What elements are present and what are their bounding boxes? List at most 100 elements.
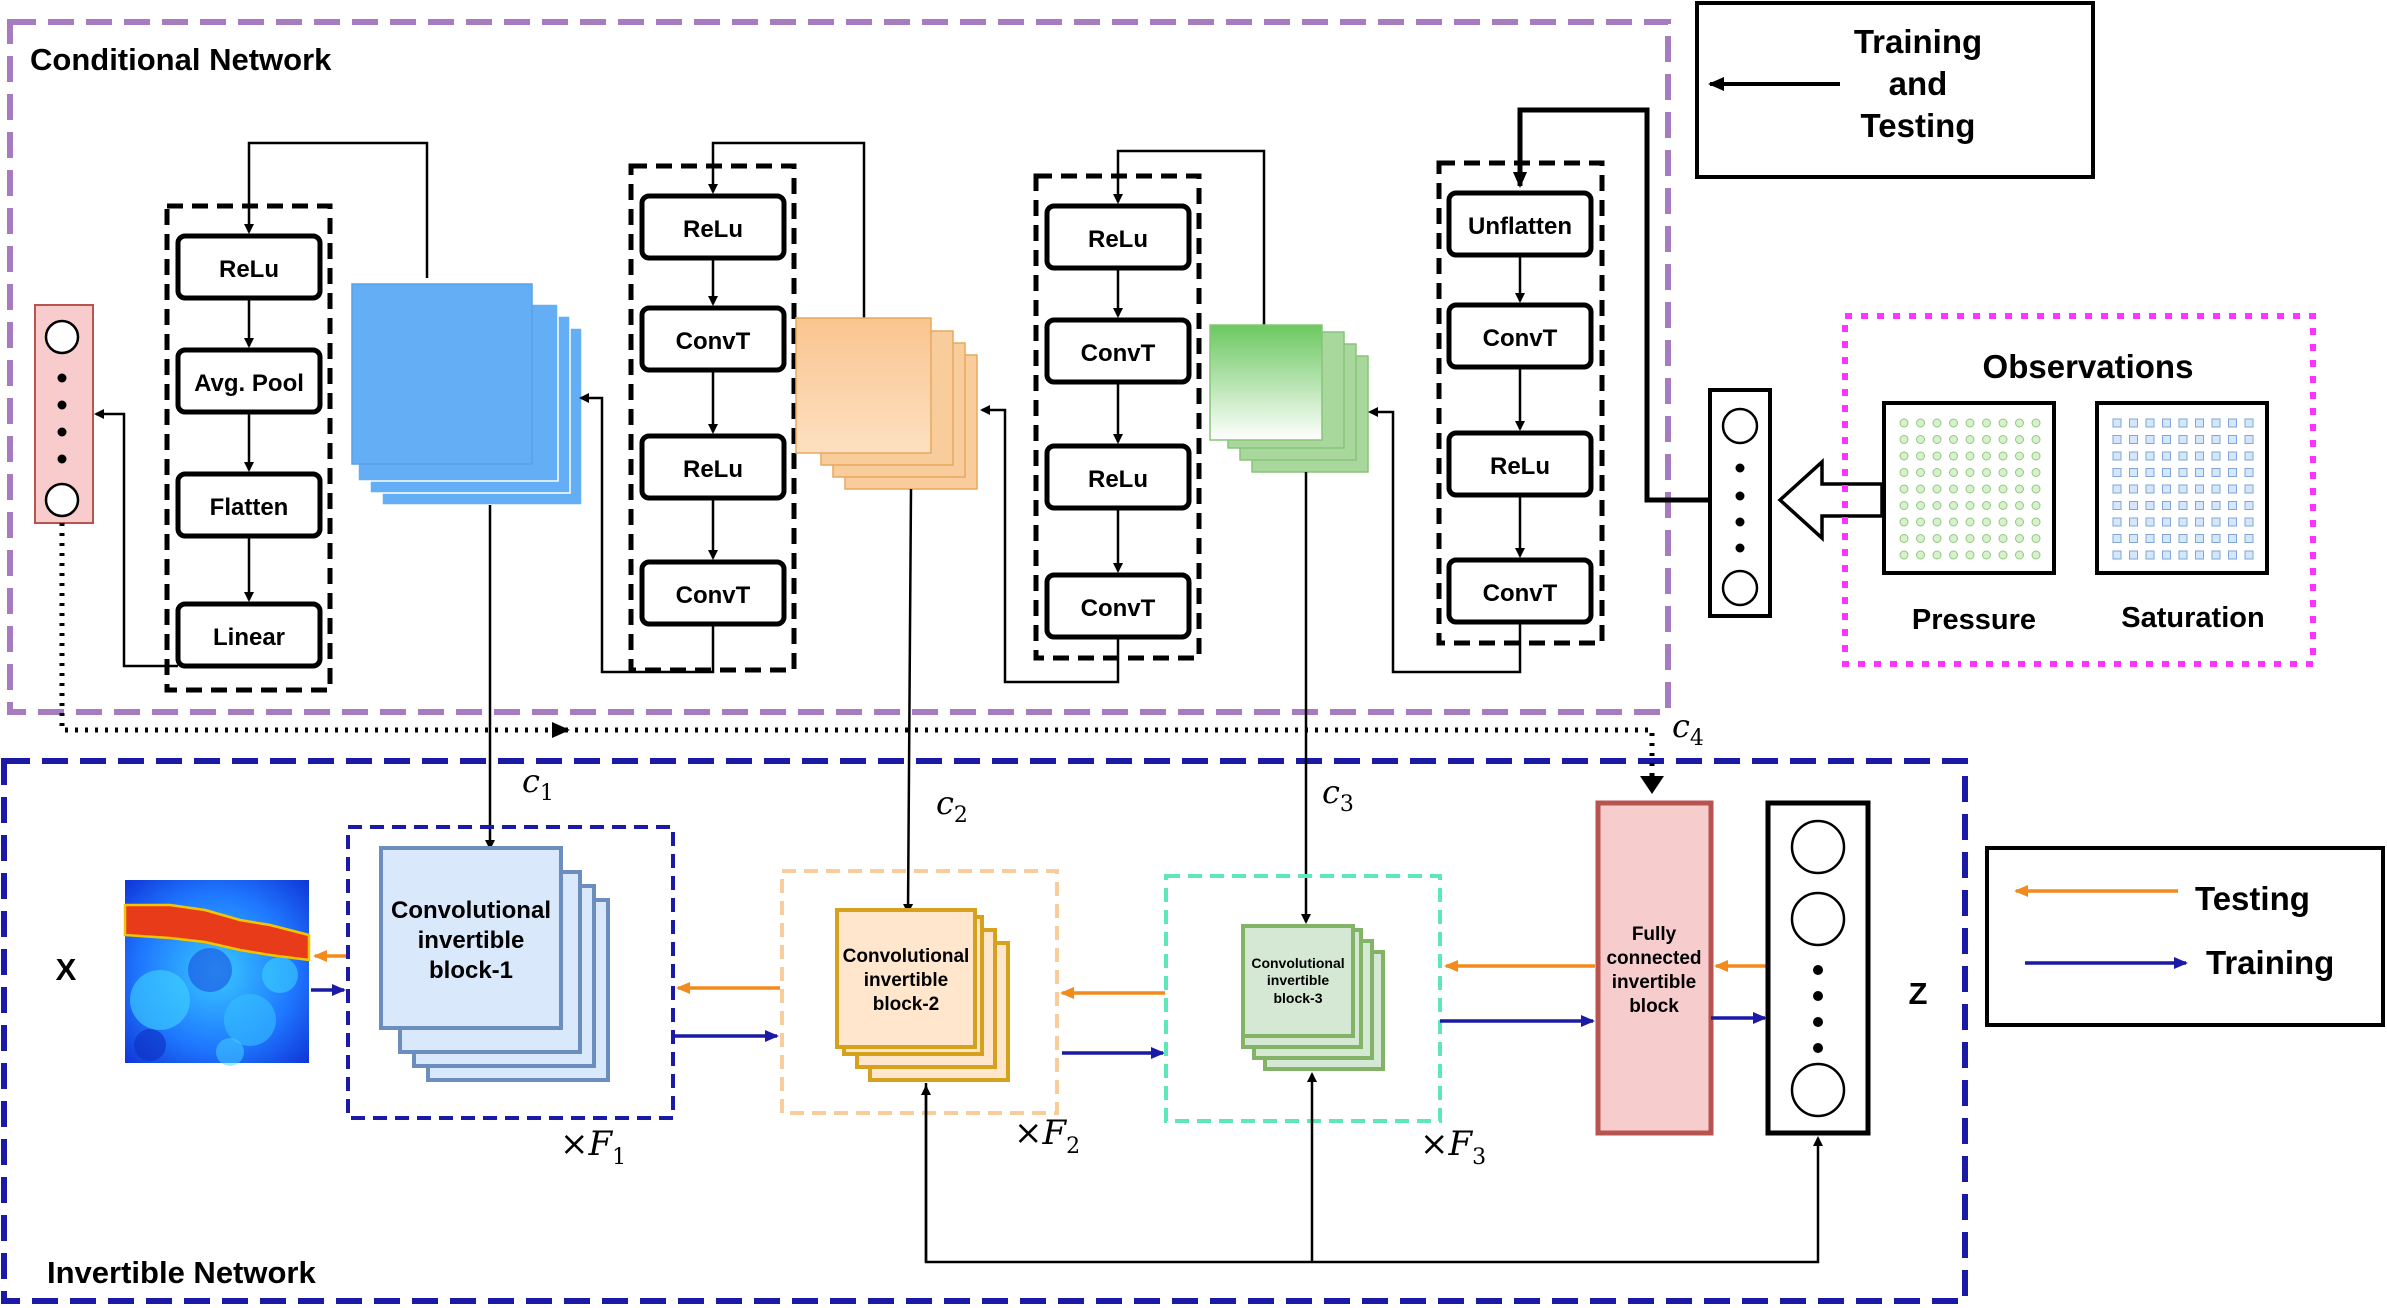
stage4-convt-label: ConvT — [1483, 325, 1558, 352]
saturation-sensor-square — [2112, 534, 2122, 543]
pressure-sensor-dot — [1932, 418, 1942, 428]
saturation-sensor-square — [2112, 418, 2122, 428]
saturation-sensor-square — [2129, 501, 2138, 510]
pressure-sensor-dot — [1899, 451, 1909, 461]
saturation-sensor-square — [2228, 534, 2237, 543]
stage2-relu2-box: ReLu — [639, 433, 787, 501]
stage3-convt-box: ConvT — [1044, 317, 1192, 385]
stage4-convt-box: ConvT — [1446, 302, 1594, 370]
stage4-to-green-arrow — [1368, 407, 1522, 674]
obs-vector-dot — [1735, 543, 1745, 553]
legend-training-word: Training — [1854, 23, 1982, 60]
c4-symbol: c — [1672, 707, 1690, 745]
z-dot — [1813, 991, 1823, 1001]
saturation-sensor-square — [2178, 517, 2188, 527]
pressure-sensor-dot — [2015, 534, 2024, 543]
saturation-sensor-square — [2211, 517, 2221, 527]
vector-dot — [57, 454, 67, 464]
saturation-sensor-square — [2162, 418, 2171, 428]
feature1-to-stage1-arrow — [244, 141, 429, 278]
c4-label: c4 — [1672, 707, 1704, 751]
f2-symbol: F — [1042, 1113, 1068, 1153]
pressure-sensor-dot — [1932, 484, 1942, 494]
pressure-sensor-dot — [1949, 418, 1958, 428]
feature3-to-stage3-arrow — [1113, 149, 1266, 325]
stage2-convt-label: ConvT — [676, 328, 751, 355]
saturation-sensor-square — [2211, 451, 2221, 461]
saturation-sensor-square — [2178, 435, 2188, 444]
block2-frame — [780, 869, 1059, 1115]
saturation-sensor-square — [2129, 550, 2138, 560]
stage3-relu2-box: ReLu — [1044, 443, 1192, 511]
pressure-sensor-dot — [2015, 468, 2024, 477]
pressure-sensor-dot — [1949, 550, 1958, 560]
pressure-sensor-dot — [2031, 534, 2041, 543]
saturation-sensor-square — [2112, 501, 2122, 510]
pressure-sensor-dot — [1965, 534, 1975, 543]
saturation-sensor-square — [2129, 484, 2138, 494]
c2-symbol: c — [936, 784, 954, 822]
block2-line3: block-2 — [873, 994, 940, 1015]
saturation-sensor-square — [2162, 484, 2171, 494]
pressure-sensor-dot — [1916, 435, 1925, 444]
stage3-relu-label: ReLu — [1088, 226, 1148, 253]
saturation-sensor-square — [2145, 451, 2155, 461]
stage2-convt-box: ConvT — [639, 305, 787, 373]
f1-label: ×F1 — [560, 1124, 626, 1170]
f1-symbol: F — [588, 1124, 614, 1164]
saturation-label: Saturation — [2121, 602, 2264, 634]
legend-testing-word: Testing — [1861, 107, 1976, 144]
pressure-sensor-dot — [1949, 517, 1958, 527]
pressure-sensor-dot — [2015, 435, 2024, 444]
saturation-sensor-square — [2129, 517, 2138, 527]
pressure-sensor-dot — [1949, 534, 1958, 543]
saturation-sensor-square — [2195, 418, 2204, 428]
fc-line1: Fully — [1632, 924, 1677, 945]
saturation-sensor-square — [2162, 534, 2171, 543]
stage1-flatten-label: Flatten — [210, 494, 289, 521]
stage2-relu-box: ReLu — [639, 193, 787, 261]
vector-dot — [57, 373, 67, 383]
c3-symbol: c — [1322, 773, 1340, 811]
pressure-sensor-dot — [1916, 501, 1925, 510]
invertible-network-frame — [1, 758, 1968, 1304]
pressure-sensor-dot — [1899, 435, 1909, 444]
stage3-to-orange-arrow — [980, 405, 1120, 684]
saturation-sensor-square — [2228, 451, 2237, 461]
obs-vector-dot — [1735, 491, 1745, 501]
saturation-sensor-square — [2244, 435, 2254, 444]
stage4-unflatten-label: Unflatten — [1468, 213, 1572, 240]
pressure-sensor-dot — [1899, 468, 1909, 477]
saturation-sensor-square — [2244, 468, 2254, 477]
saturation-sensor-square — [2195, 501, 2204, 510]
pressure-sensor-dot — [1982, 517, 1991, 527]
conditional-network-frame — [7, 19, 1671, 715]
vector-node-top — [44, 319, 80, 355]
f2-subscript: 2 — [1066, 1134, 1080, 1159]
stage1-linear-box: Linear — [175, 601, 323, 669]
feature-map-green — [1209, 324, 1369, 473]
feature-map-orange — [795, 317, 978, 490]
saturation-sensor-square — [2195, 517, 2204, 527]
stage3-convt2-box: ConvT — [1044, 572, 1192, 640]
saturation-sensor-square — [2129, 451, 2138, 461]
saturation-sensor-square — [2244, 534, 2254, 543]
saturation-sensor-square — [2228, 435, 2237, 444]
block1-line3: block-1 — [429, 957, 513, 984]
block1-frame — [346, 825, 675, 1120]
pressure-sensor-dot — [1932, 534, 1942, 543]
pressure-sensor-dot — [1998, 484, 2008, 494]
feature-map-blue — [351, 283, 583, 506]
saturation-sensor-square — [2228, 484, 2237, 494]
legend-training-testing-box — [1695, 1, 2095, 179]
saturation-sensor-square — [2195, 484, 2204, 494]
pressure-sensor-dot — [1998, 534, 2008, 543]
fc-line4: block — [1629, 996, 1679, 1017]
block2-line1: Convolutional — [843, 946, 970, 967]
fully-connected-invertible-block: Fully connected invertible block — [1595, 800, 1714, 1136]
pressure-sensor-dot — [1982, 484, 1991, 494]
pressure-sensor-dot — [1982, 501, 1991, 510]
pressure-sensor-dot — [1932, 468, 1942, 477]
saturation-sensor-square — [2178, 484, 2188, 494]
pressure-sensor-dot — [1965, 484, 1975, 494]
